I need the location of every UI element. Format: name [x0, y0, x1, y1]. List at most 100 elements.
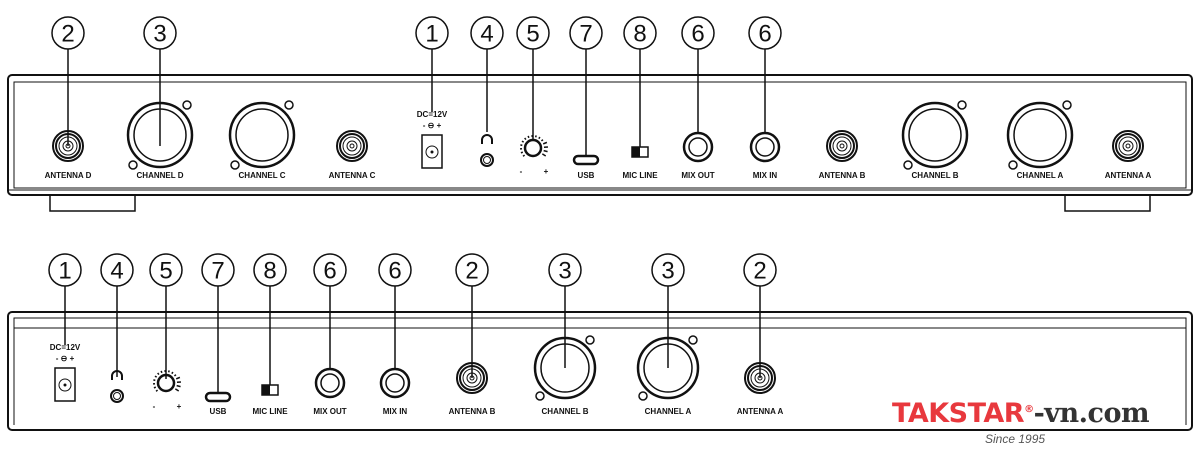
component-label: MIX OUT — [681, 171, 714, 180]
volume-scale-tick — [176, 384, 181, 388]
audio-jack-inner-icon — [320, 373, 340, 393]
component-label: ANTENNA C — [329, 171, 376, 180]
antenna-connector-icon — [1125, 143, 1131, 149]
dc-voltage-label: DC=12V — [417, 110, 448, 119]
volume-scale-tick — [173, 374, 177, 377]
volume-scale-tick — [160, 370, 163, 374]
callout-number: 4 — [110, 258, 123, 285]
audio-jack-inner-icon — [755, 137, 775, 157]
callout-number: 7 — [579, 21, 592, 48]
audio-jack-icon — [682, 131, 714, 163]
component-label: USB — [578, 171, 595, 180]
callout-number: 6 — [388, 258, 401, 285]
callout-number: 2 — [753, 258, 766, 285]
audio-jack-inner-icon — [385, 373, 405, 393]
antenna-connector-icon — [339, 133, 365, 159]
callout-number: 3 — [558, 258, 571, 285]
switch-slider — [632, 147, 640, 157]
dc-power-jack-icon — [54, 367, 76, 402]
volume-scale-tick — [157, 372, 160, 376]
bottom-channel-a-component: CHANNEL A3 — [636, 253, 700, 416]
antenna-connector-icon — [832, 136, 852, 156]
dc-polarity-label: - ⊖ + — [423, 121, 442, 130]
headphone-jack-inner-icon — [113, 392, 121, 400]
component-label: CHANNEL B — [542, 407, 589, 416]
bottom-antenna-a-component: ANTENNA A 2 — [737, 253, 784, 416]
component-label: CHANNEL A — [645, 407, 692, 416]
xlr-inner-icon — [235, 108, 289, 162]
foot-left — [49, 194, 136, 212]
callout-number: 8 — [633, 21, 646, 48]
volume-scale-tick — [541, 153, 547, 157]
volume-scale-tick — [520, 151, 524, 154]
top-channel-b-component: CHANNEL B — [901, 100, 969, 180]
screw-hole-icon — [585, 335, 595, 345]
tagline: Since 1995 — [985, 432, 1046, 446]
xlr-connector-icon — [901, 101, 969, 169]
component-label: MIC LINE — [622, 171, 658, 180]
usb-c-port-icon — [204, 391, 232, 403]
top-panel — [7, 74, 1193, 212]
headphone-icon — [481, 134, 493, 144]
callout-number: 2 — [465, 258, 478, 285]
switch-slider — [262, 385, 270, 395]
top-antenna-d-component: ANTENNA D2 — [45, 16, 92, 180]
component-label: MIX IN — [753, 171, 778, 180]
dc-power-jack-icon — [421, 134, 443, 169]
top-knob-component: -+5 — [516, 16, 550, 176]
bottom-antenna-b-component: ANTENNA B2 — [449, 253, 496, 416]
volume-scale-tick — [154, 375, 158, 378]
top-channel-a-component: CHANNEL A — [1006, 100, 1074, 180]
callout-number: 2 — [61, 21, 74, 48]
top-channel-c-component: CHANNEL C — [228, 100, 296, 180]
dc-pin-icon — [58, 378, 72, 392]
screw-hole-icon — [1008, 160, 1018, 170]
watermark-logo: TAKSTAR®-vn.com — [892, 398, 1150, 429]
volume-scale-tick — [155, 389, 159, 392]
volume-scale-tick — [538, 136, 541, 140]
callout-number: 5 — [526, 21, 539, 48]
volume-scale-tick — [540, 139, 544, 142]
dc-pin-center-icon — [430, 150, 434, 154]
headphone-jack-inner-icon — [483, 156, 491, 164]
component-label: MIC LINE — [252, 407, 288, 416]
screw-hole-icon — [230, 160, 240, 170]
volume-scale-tick — [521, 140, 525, 143]
screw-hole-icon — [128, 160, 138, 170]
screw-hole-icon — [1062, 100, 1072, 110]
antenna-connector-icon — [1112, 130, 1144, 162]
volume-scale-tick — [175, 376, 181, 380]
component-label: CHANNEL A — [1017, 171, 1064, 180]
volume-scale-tick — [524, 137, 527, 141]
callout-number: 5 — [159, 258, 172, 285]
top-antenna-a-component: ANTENNA A — [1105, 130, 1151, 180]
component-label: CHANNEL B — [912, 171, 959, 180]
antenna-connector-icon — [1122, 140, 1134, 152]
callout-number: 6 — [758, 21, 771, 48]
screw-hole-icon — [903, 160, 913, 170]
antenna-connector-icon — [839, 143, 845, 149]
antenna-connector-icon — [826, 130, 858, 162]
callout-number: 4 — [480, 21, 493, 48]
headphone-jack-icon — [480, 153, 494, 167]
xlr-connector-icon — [1006, 101, 1074, 169]
xlr-connector-icon — [228, 101, 296, 169]
dc-voltage-label: DC=12V — [50, 343, 81, 352]
callout-number: 1 — [425, 21, 438, 48]
component-label: ANTENNA A — [737, 407, 784, 416]
screw-hole-icon — [535, 391, 545, 401]
xlr-inner-icon — [908, 108, 962, 162]
antenna-connector-icon — [342, 136, 362, 156]
top-mix-out-component: MIX OUT 6 — [681, 16, 715, 180]
callout-number: 6 — [691, 21, 704, 48]
antenna-connector-icon — [349, 143, 355, 149]
audio-jack-icon — [314, 367, 346, 399]
component-label: USB — [210, 407, 227, 416]
top-usb-component: USB 7 — [569, 16, 603, 180]
callout-number: 6 — [323, 258, 336, 285]
screw-hole-icon — [284, 100, 294, 110]
callout-number: 1 — [58, 258, 71, 285]
